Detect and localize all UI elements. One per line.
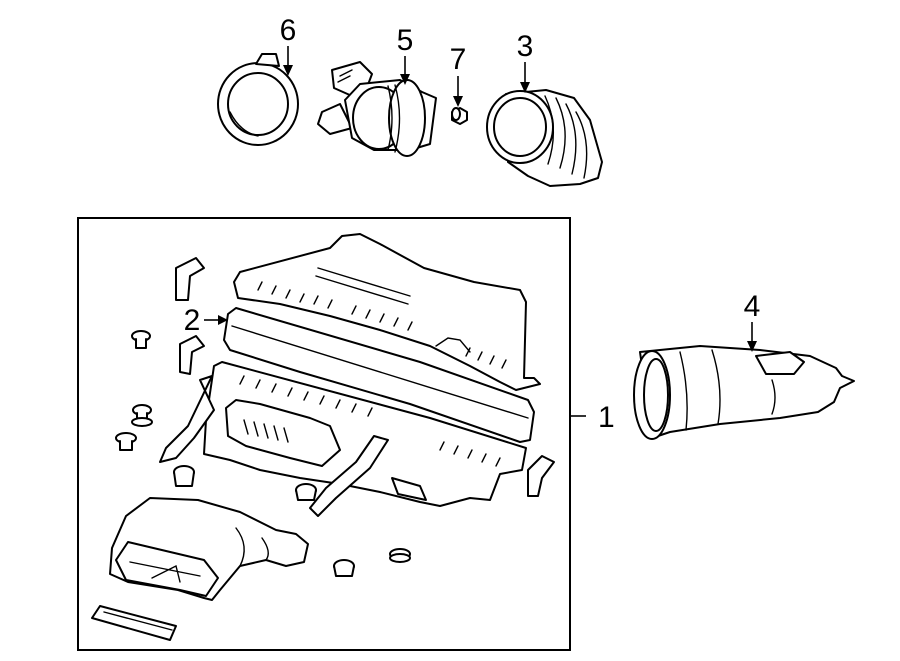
clip-right	[527, 455, 555, 497]
air-cleaner-cover	[233, 233, 541, 391]
arrow-2	[204, 315, 228, 325]
pin-3	[115, 432, 137, 451]
arrow-7	[453, 76, 463, 107]
clip-upper	[175, 257, 205, 301]
part-4-outlet-duct	[633, 345, 855, 440]
lower-housing	[159, 361, 527, 517]
grommet-4	[389, 548, 411, 563]
callout-1: 1	[598, 401, 615, 434]
arrow-4	[747, 322, 757, 352]
part-7-fastener	[451, 107, 468, 125]
callout-5: 5	[397, 24, 414, 57]
grommet-2	[295, 483, 317, 501]
pin-2	[131, 404, 153, 427]
callout-2: 2	[184, 304, 201, 337]
part-6-clamp	[217, 53, 299, 146]
callout-6: 6	[280, 14, 297, 47]
callout-3: 3	[517, 30, 534, 63]
callout-4: 4	[744, 290, 761, 323]
arrow-5	[400, 56, 410, 85]
grommet-3	[333, 559, 355, 577]
inlet-duct	[109, 497, 309, 601]
arrow-3	[520, 62, 530, 93]
part-2-filter-element	[223, 307, 535, 443]
clip-middle	[179, 335, 205, 375]
seal-strip	[91, 605, 177, 641]
part-5-mass-airflow-sensor	[317, 61, 437, 157]
part-3-intake-duct	[486, 89, 603, 187]
arrow-6	[283, 46, 293, 76]
callout-7: 7	[450, 43, 467, 76]
pin-1	[131, 330, 151, 349]
grommet-1	[173, 465, 195, 487]
assembly-frame	[77, 217, 571, 651]
